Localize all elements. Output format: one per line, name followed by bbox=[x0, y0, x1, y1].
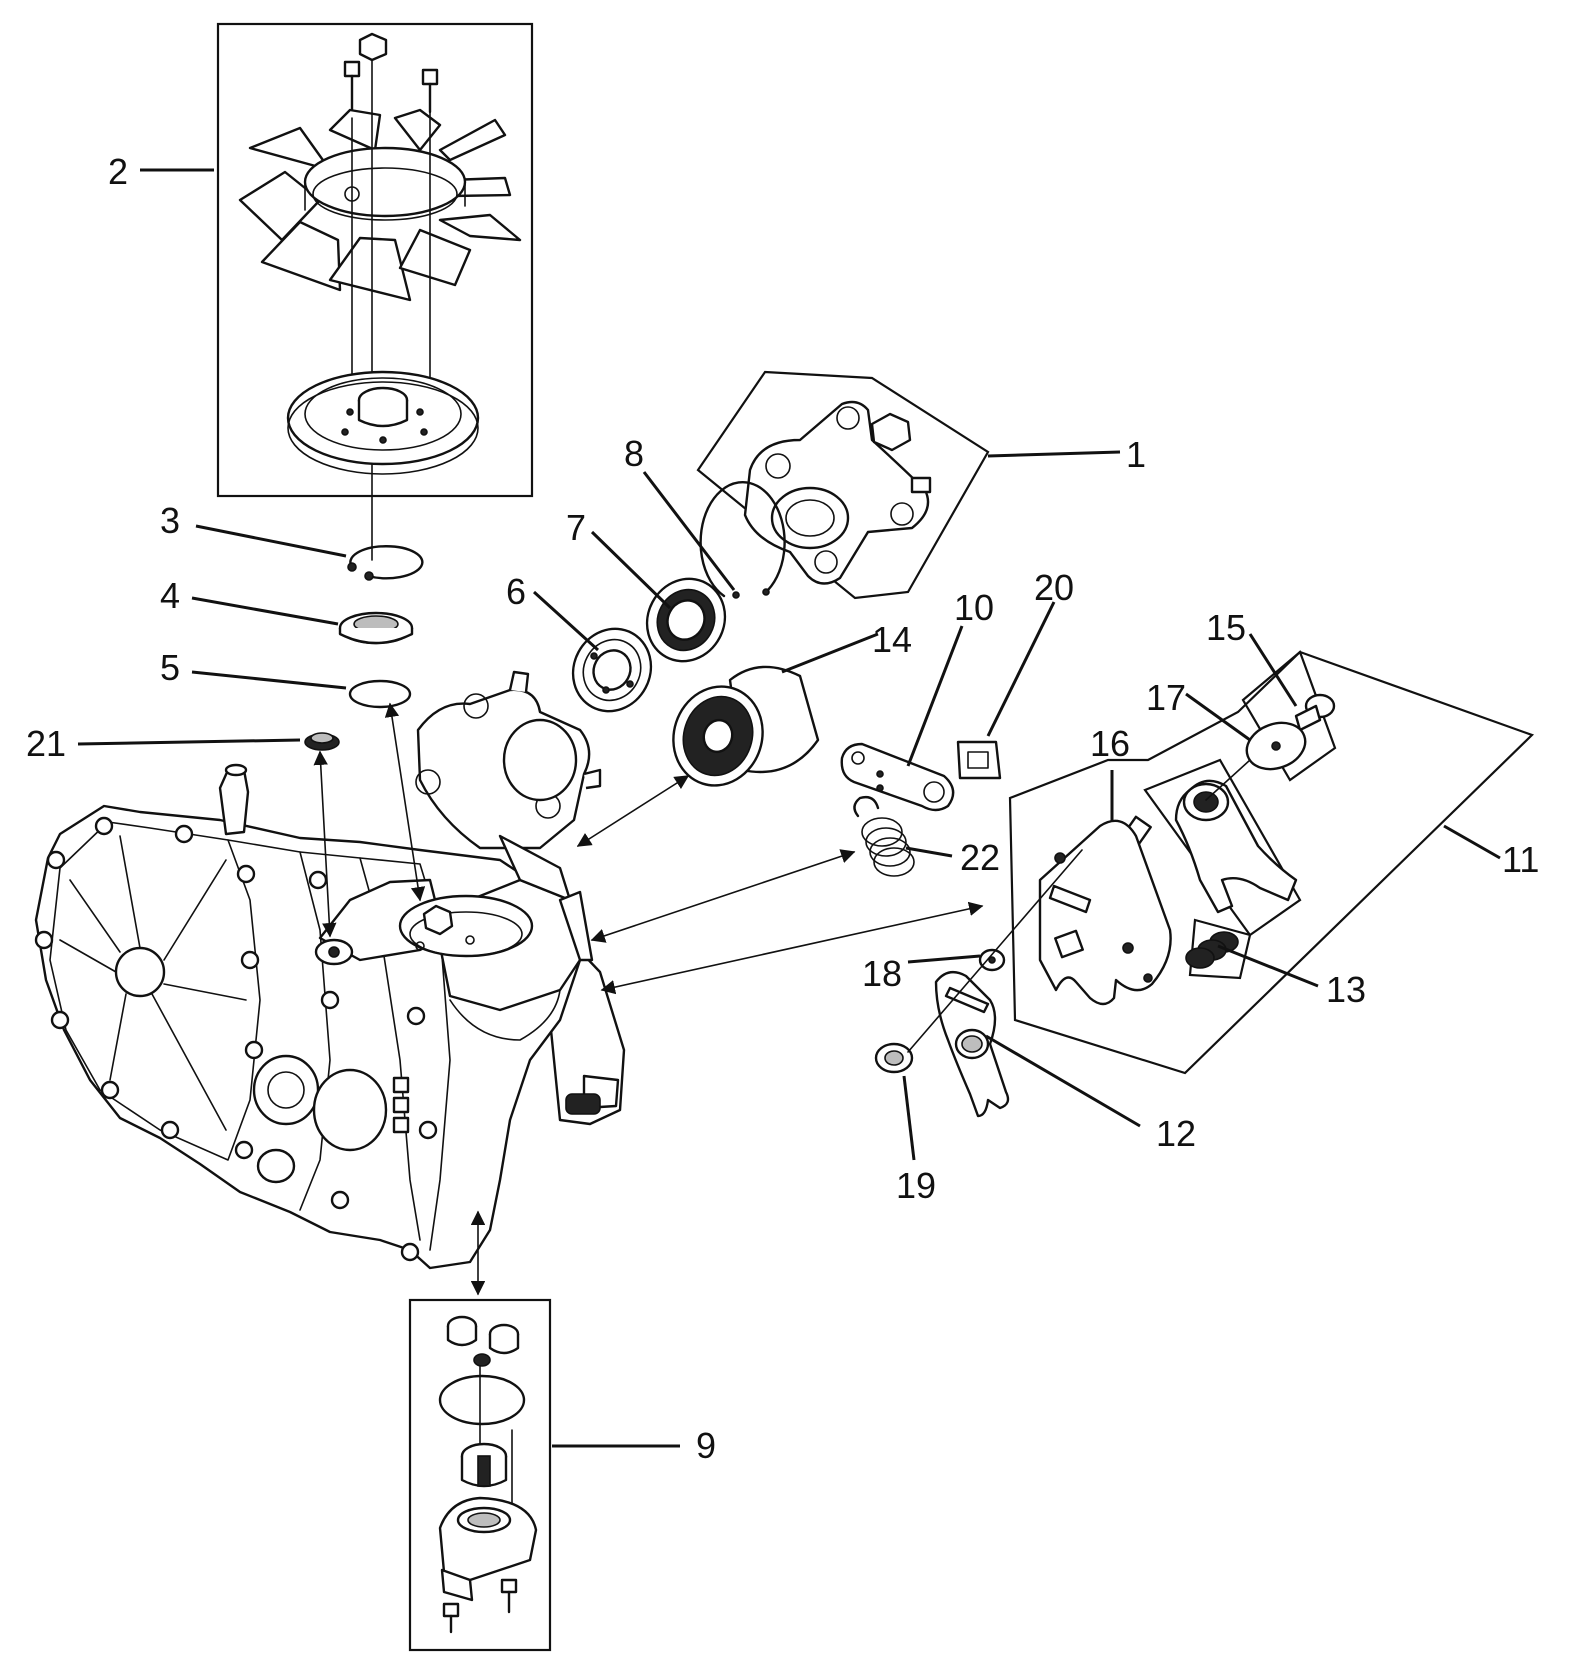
callout-4: 4 bbox=[160, 575, 180, 616]
control-arm-kit-box bbox=[1008, 650, 1535, 1075]
callout-21: 21 bbox=[26, 723, 66, 764]
hub-kit-box bbox=[696, 370, 990, 600]
callout-2: 2 bbox=[108, 151, 128, 192]
callout-7: 7 bbox=[566, 507, 586, 548]
installed-fan bbox=[398, 834, 594, 1041]
retaining-ring bbox=[347, 545, 424, 581]
friction-pack bbox=[956, 740, 1002, 780]
control-arm-bracket bbox=[1174, 779, 1298, 914]
callout-leaders bbox=[77, 168, 1501, 1448]
callout-14: 14 bbox=[872, 619, 912, 660]
ball-bearing-7 bbox=[645, 577, 727, 663]
callout-5: 5 bbox=[160, 647, 180, 688]
control-link bbox=[840, 742, 955, 812]
oil-filter bbox=[672, 665, 820, 787]
callout-19: 19 bbox=[896, 1165, 936, 1206]
torsion-spring bbox=[853, 795, 915, 877]
callout-20: 20 bbox=[1034, 567, 1074, 608]
cooling-fan-and-pulley bbox=[238, 32, 522, 561]
callout-numbers: 1 2 3 4 5 6 7 8 9 10 11 12 13 14 15 16 1… bbox=[26, 151, 1539, 1466]
thrust-washer bbox=[348, 679, 412, 709]
callout-13: 13 bbox=[1326, 969, 1366, 1010]
arm-12 bbox=[934, 970, 1010, 1118]
ball-bearing-6 bbox=[571, 627, 653, 713]
callout-6: 6 bbox=[506, 571, 526, 612]
control-plate bbox=[1038, 819, 1172, 1006]
callout-9: 9 bbox=[696, 1425, 716, 1466]
assembly-arrows bbox=[313, 702, 984, 1296]
screw-15 bbox=[1294, 693, 1336, 732]
callout-16: 16 bbox=[1090, 723, 1130, 764]
callout-11: 11 bbox=[1502, 839, 1539, 880]
fan-pulley-kit-box bbox=[216, 22, 534, 498]
bypass-valve-kit bbox=[438, 1315, 538, 1634]
cap-plug bbox=[304, 732, 340, 751]
callout-3: 3 bbox=[160, 500, 180, 541]
callout-15: 15 bbox=[1206, 607, 1246, 648]
washer-17 bbox=[1245, 721, 1307, 771]
axle-hub-assembly bbox=[743, 400, 932, 585]
oil-seal bbox=[338, 611, 414, 645]
callout-8: 8 bbox=[624, 433, 644, 474]
washer-18 bbox=[978, 948, 1006, 972]
callout-17: 17 bbox=[1146, 677, 1186, 718]
callout-22: 22 bbox=[960, 837, 1000, 878]
callout-12: 12 bbox=[1156, 1113, 1196, 1154]
callout-10: 10 bbox=[954, 587, 994, 628]
washer-19 bbox=[874, 1042, 914, 1074]
snap-ring bbox=[699, 481, 786, 599]
bypass-kit-box bbox=[408, 1298, 552, 1652]
callout-1: 1 bbox=[1126, 434, 1146, 475]
callout-18: 18 bbox=[862, 953, 902, 994]
